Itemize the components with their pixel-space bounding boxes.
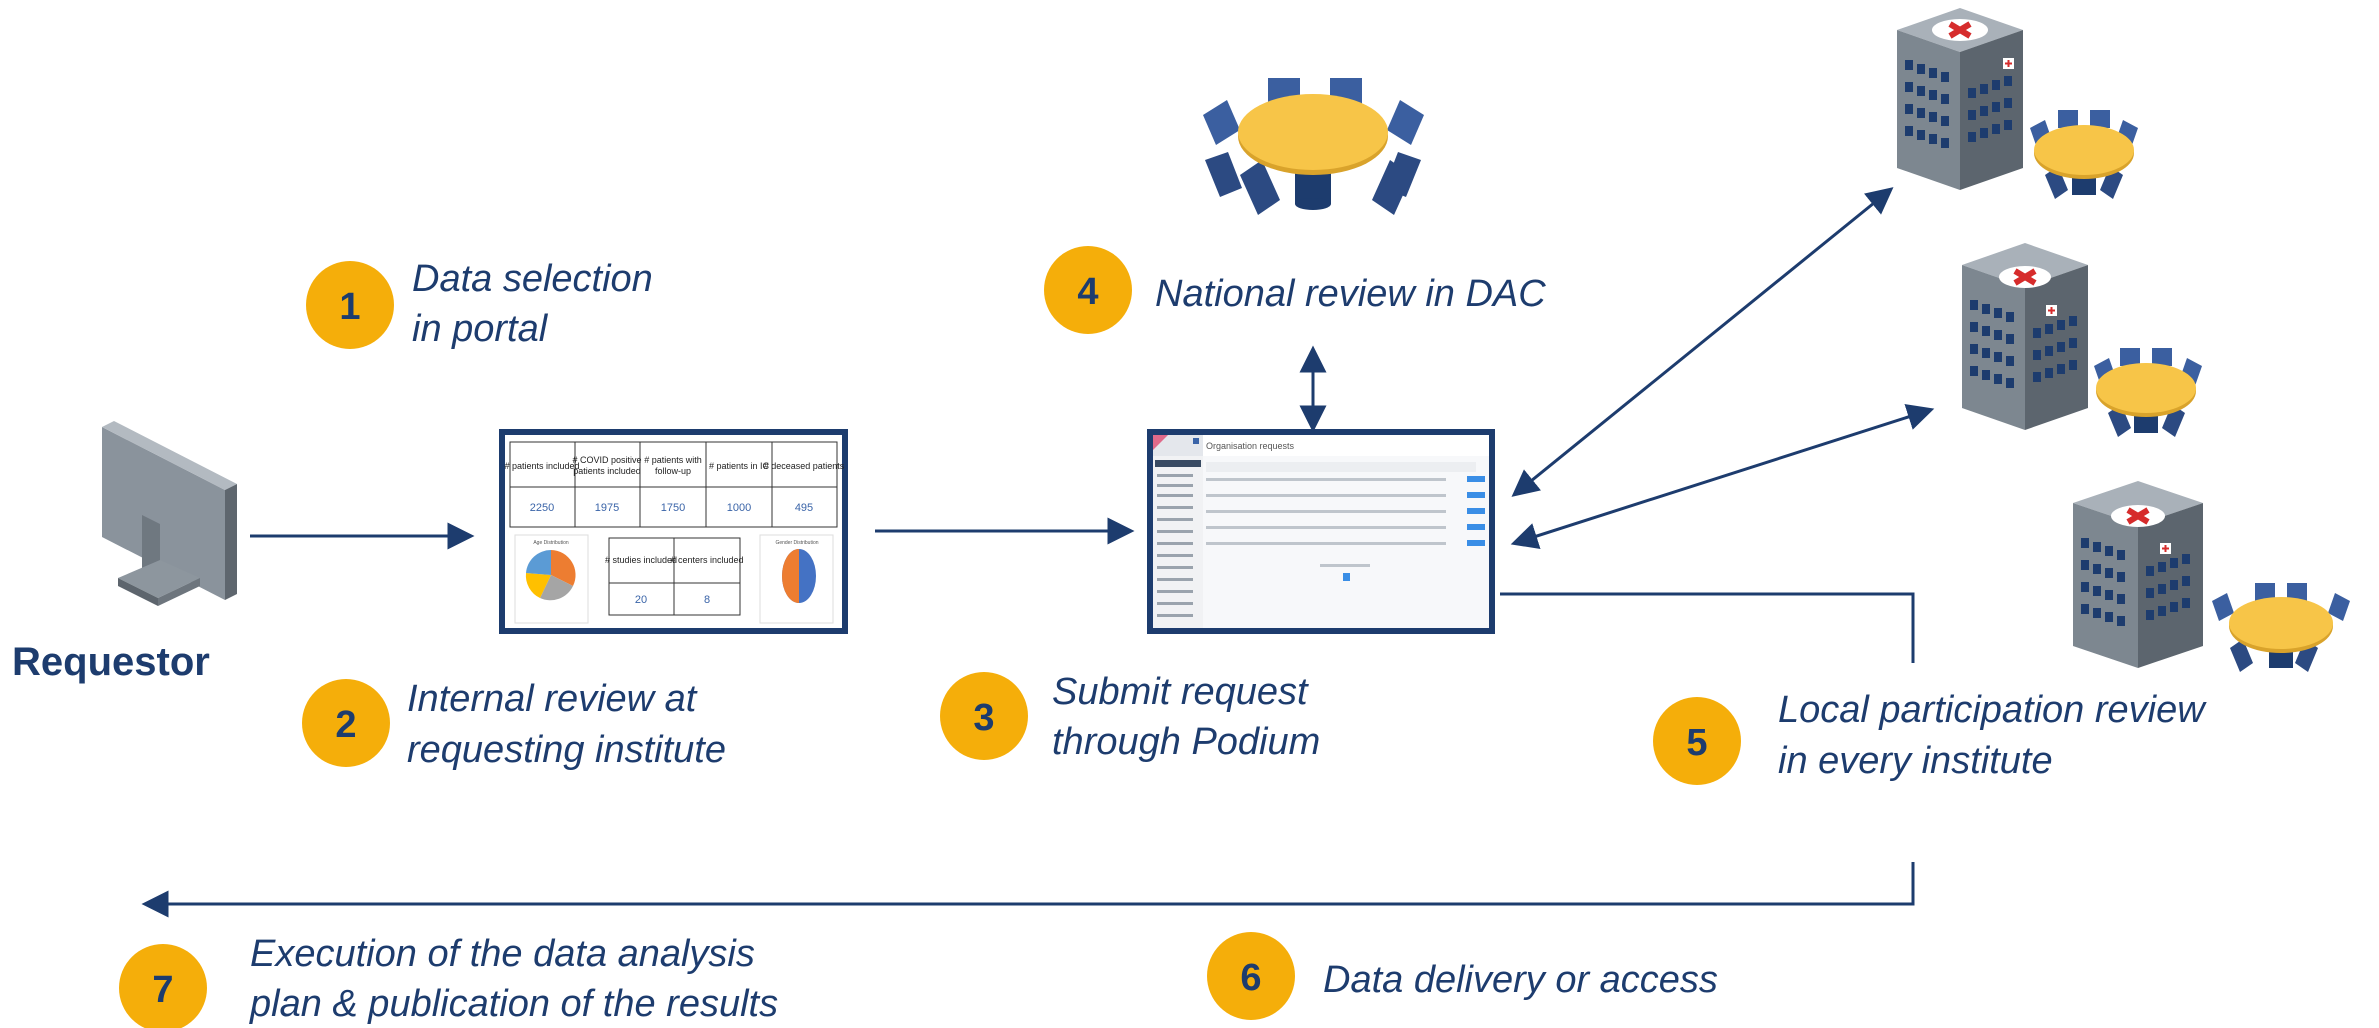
step-badge: [119, 944, 207, 1028]
portal-value-4: 1000: [727, 502, 751, 514]
portal-header-2b: patients included: [573, 466, 641, 476]
step-3: 3 Submit request through Podium: [940, 671, 1320, 763]
step-number: 4: [1077, 271, 1098, 313]
portal-header-2a: # COVID positive: [572, 455, 641, 465]
podium-table-rows: [1206, 462, 1485, 581]
arrow-return-to-requestor: [141, 862, 1915, 918]
step-label-line2: in every institute: [1778, 740, 2053, 782]
step-label-line1: Data selection: [412, 258, 653, 300]
hospital-building-icon: [1962, 243, 2088, 430]
requestor-label: Requestor: [12, 640, 210, 684]
portal-sub-value-2: 8: [704, 594, 710, 606]
gender-chart-title: Gender Distribution: [775, 540, 818, 546]
portal-header-5: # deceased patients: [764, 461, 845, 471]
step-number: 7: [152, 969, 173, 1011]
computer-monitor-icon: [102, 421, 237, 606]
local-meeting-table-icon: [2094, 348, 2202, 437]
step-number: 6: [1240, 957, 1261, 999]
arrow-podium-institute-2: [1510, 404, 1935, 549]
portal-sub-value-1: 20: [635, 594, 647, 606]
hospital-building-icon: [1897, 8, 2023, 190]
institute-3: [2073, 481, 2350, 672]
podium-title: Organisation requests: [1206, 441, 1295, 451]
portal-value-2: 1975: [595, 502, 619, 514]
podium-sidebar-items: [1157, 474, 1193, 617]
step-label-line2: plan & publication of the results: [249, 983, 778, 1025]
step-badge: [302, 679, 390, 767]
step-label-line1: Local participation review: [1778, 689, 2207, 731]
step-label-line2: requesting institute: [407, 729, 726, 771]
gender-pie-chart: [782, 549, 816, 603]
step-badge: [306, 261, 394, 349]
step-5: 5 Local participation review in every in…: [1653, 689, 2207, 785]
step-label-line1: Data delivery or access: [1323, 959, 1718, 1001]
portal-value-3: 1750: [661, 502, 685, 514]
step-label-line1: Execution of the data analysis: [250, 933, 755, 975]
step-label-line1: National review in DAC: [1155, 273, 1546, 315]
step-2: 2 Internal review at requesting institut…: [302, 678, 726, 771]
portal-value-1: 2250: [530, 502, 554, 514]
portal-sub-header-1: # studies included: [605, 555, 677, 565]
step-7: 7 Execution of the data analysis plan & …: [119, 933, 778, 1028]
step-badge: [1207, 932, 1295, 1020]
age-chart-title: Age Distribution: [533, 540, 569, 546]
step-6: 6 Data delivery or access: [1207, 932, 1718, 1020]
portal-header-1: # patients included: [504, 461, 579, 471]
step-number: 5: [1686, 722, 1707, 764]
age-pie-chart: [525, 549, 576, 601]
step-number: 2: [335, 704, 356, 746]
step-number: 1: [339, 286, 360, 328]
hospital-building-icon: [2073, 481, 2203, 668]
portal-header-4: # patients in IC: [709, 461, 770, 471]
institute-1: [1897, 8, 2138, 199]
step-badge: [940, 672, 1028, 760]
step-label-line2: through Podium: [1052, 721, 1320, 763]
step-4: 4 National review in DAC: [1044, 246, 1546, 334]
step-label-line2: in portal: [412, 308, 549, 350]
step-badge: [1044, 246, 1132, 334]
portal-sub-header-2: # centers included: [670, 555, 743, 565]
local-meeting-table-icon: [2030, 110, 2138, 199]
step-number: 3: [973, 697, 994, 739]
step-badge: [1653, 697, 1741, 785]
arrow-podium-institute-1: [1511, 187, 1894, 497]
portal-header-3a: # patients with: [644, 455, 702, 465]
dac-meeting-table-icon: [1203, 78, 1424, 215]
step-label-line1: Internal review at: [407, 678, 698, 720]
line-podium-to-institute-3: [1500, 592, 1915, 663]
institute-2: [1962, 243, 2202, 437]
data-portal-screenshot: # patients included # COVID positive pat…: [499, 429, 848, 634]
portal-header-3b: follow-up: [655, 466, 691, 476]
portal-value-5: 495: [795, 502, 813, 514]
step-1: 1 Data selection in portal: [306, 258, 653, 350]
podium-screenshot: Organisation requests: [1147, 429, 1495, 634]
step-label-line1: Submit request: [1052, 671, 1309, 713]
local-meeting-table-icon: [2212, 583, 2350, 672]
